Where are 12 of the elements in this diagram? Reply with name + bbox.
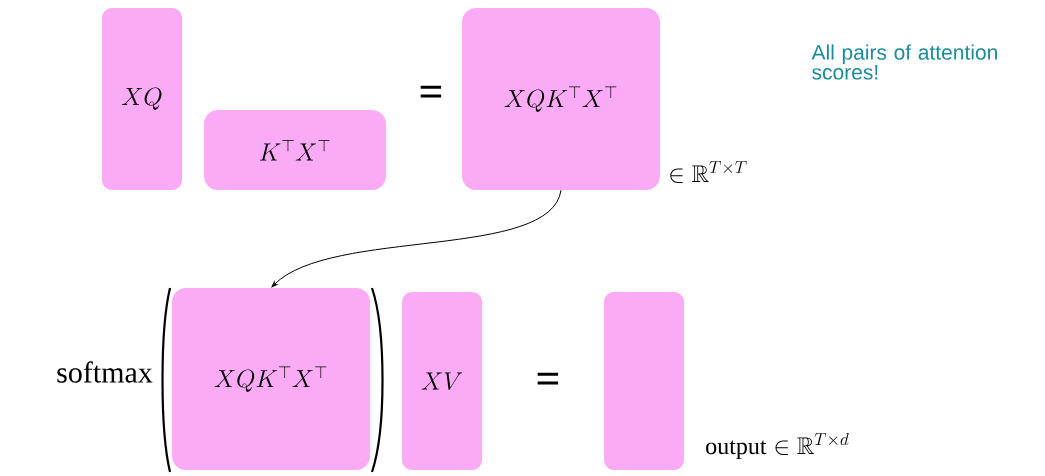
- matrix-box: [604, 292, 684, 470]
- matrix-box: $K^\top X^\top$: [204, 110, 386, 190]
- equals-sign: =: [537, 372, 559, 385]
- note-text: All pairs of attention scores!: [811, 44, 997, 80]
- curved-arrow: [271, 189, 562, 288]
- equals-sign: =: [420, 85, 442, 98]
- matrix-box: $XQK^\top X^\top$: [172, 288, 370, 470]
- matrix-box: $XV$: [402, 292, 482, 470]
- set-membership-formula: $\in \mathbb{R}^{T\times T}$: [670, 161, 747, 183]
- matrix-box: $XQ$: [102, 8, 182, 190]
- set-membership-formula: $\mathrm{output} \in \mathbb{R}^{T\times d}$: [706, 432, 849, 460]
- matrix-box: $XQK^\top X^\top$: [462, 8, 660, 190]
